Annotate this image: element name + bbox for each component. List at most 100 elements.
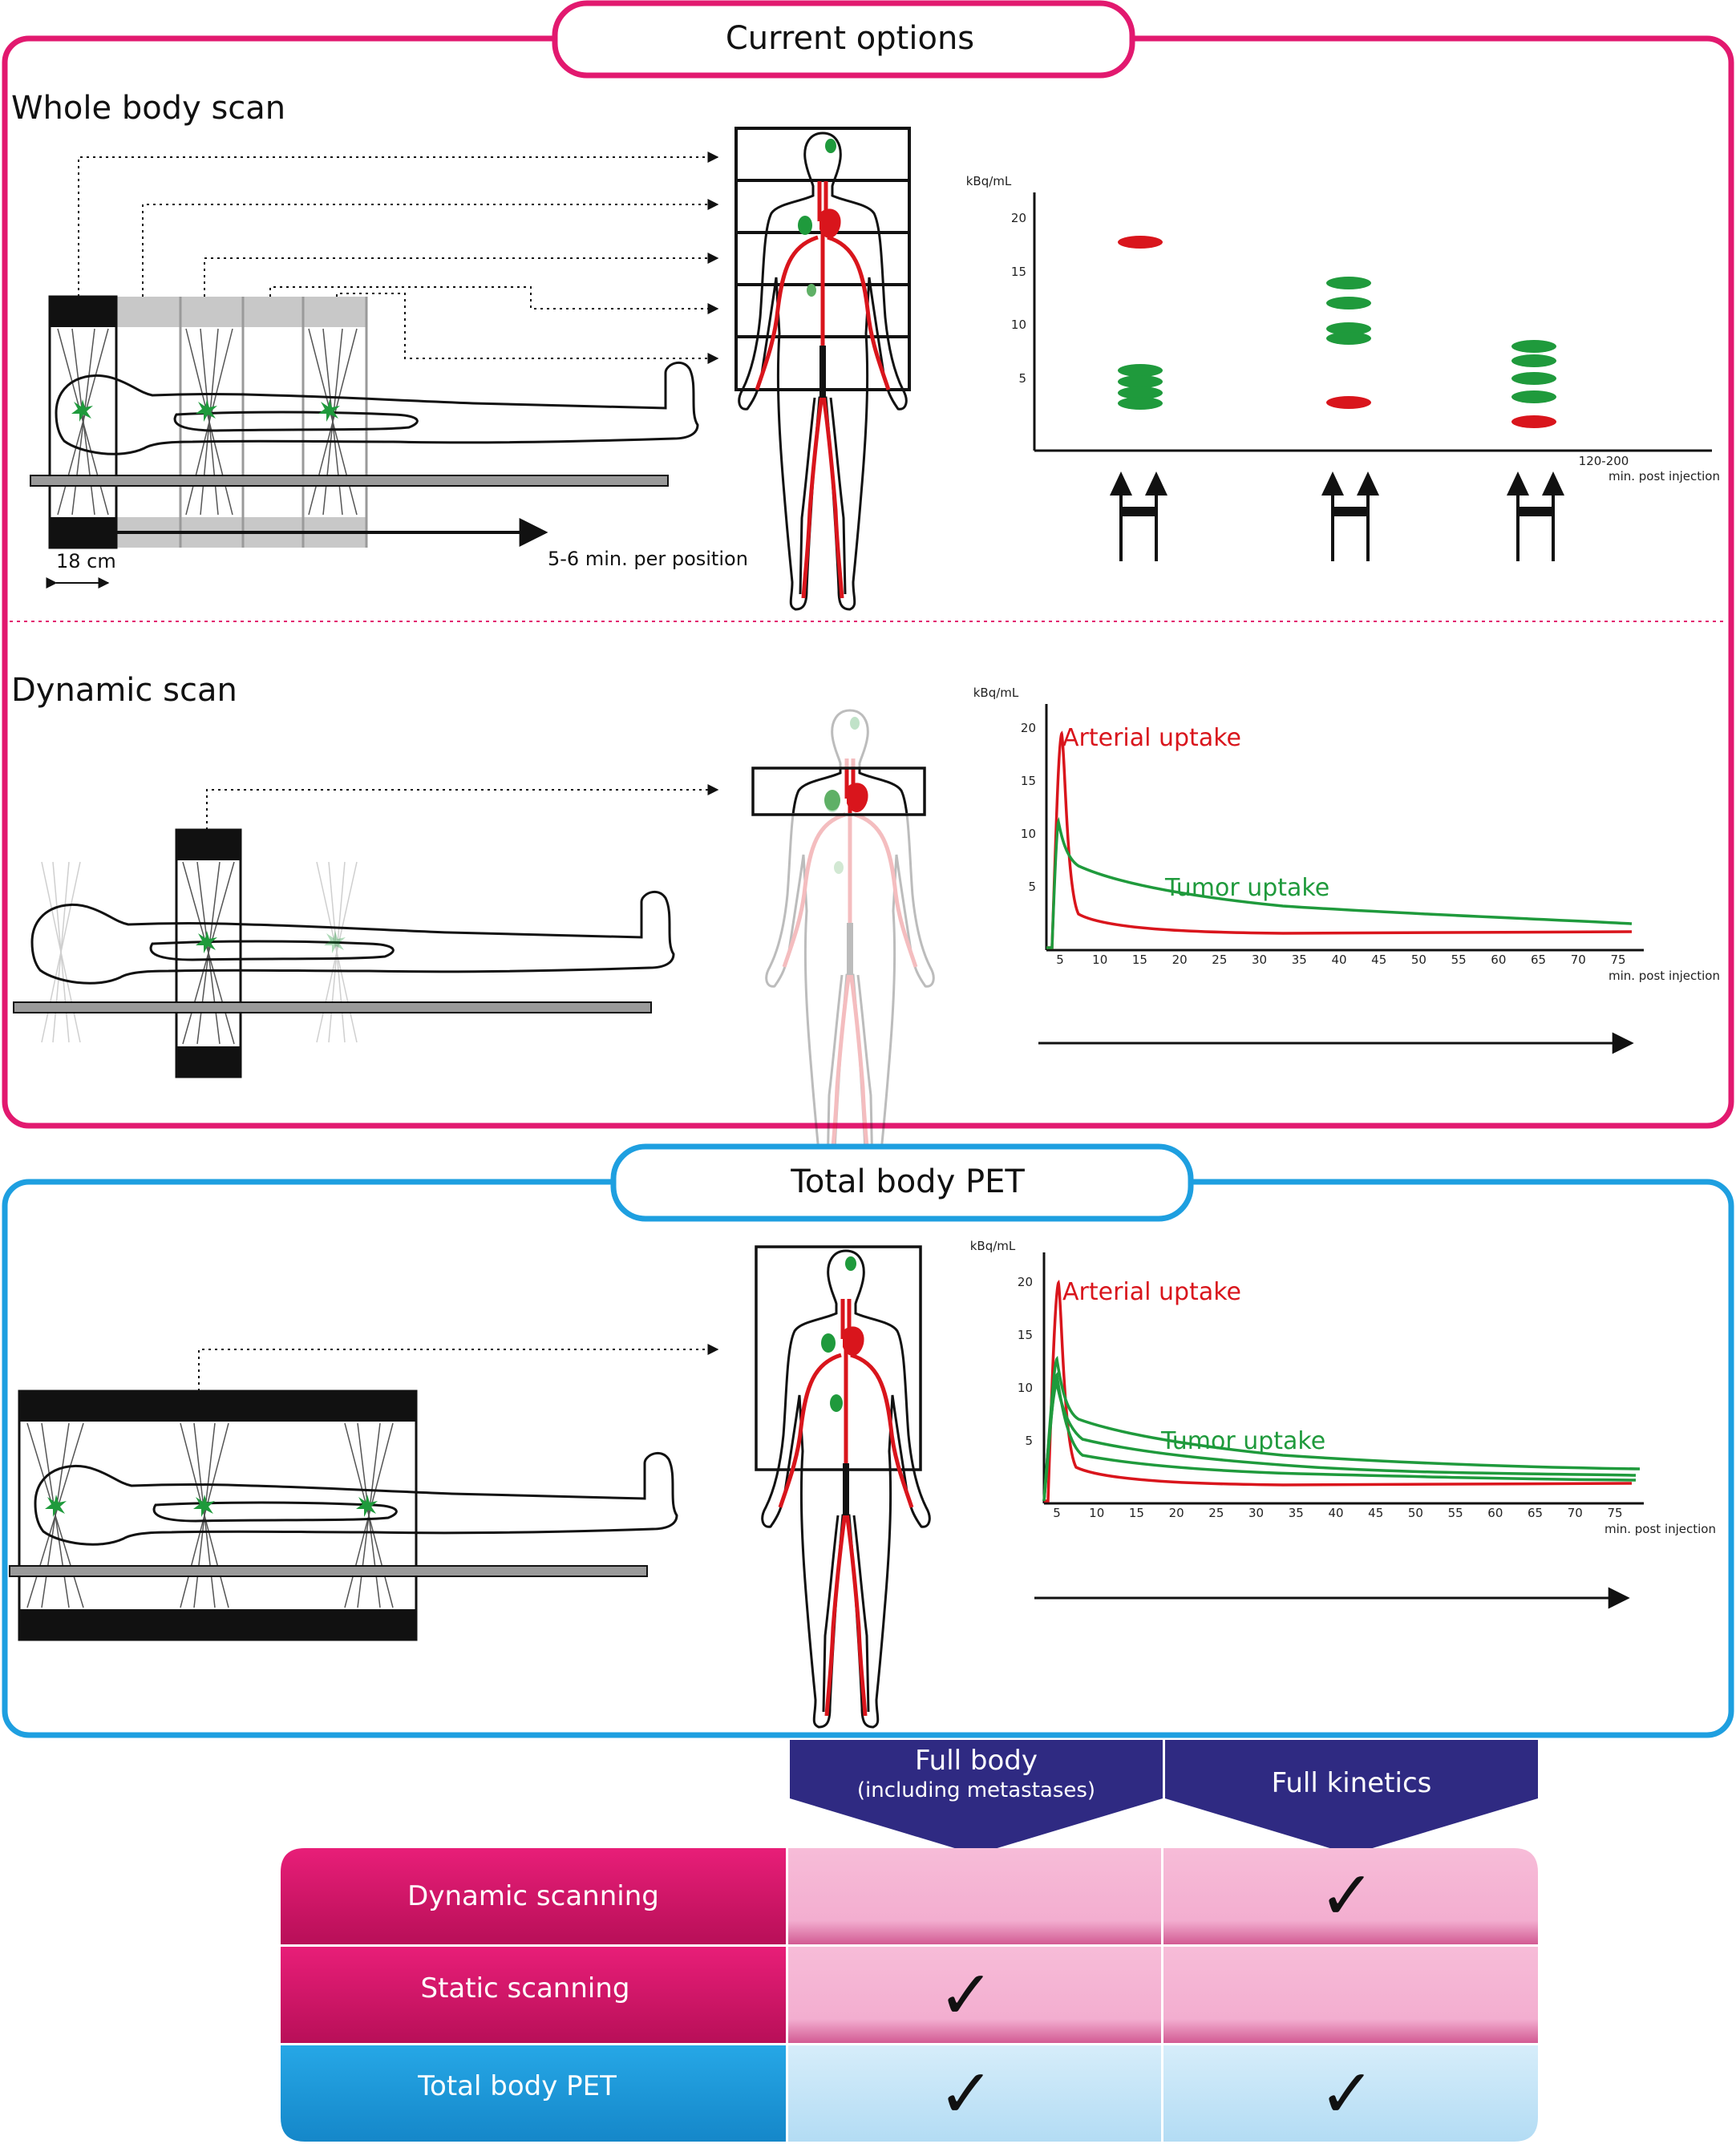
chart-marker xyxy=(1326,297,1371,309)
time-label: 5-6 min. per position xyxy=(548,548,748,570)
x-tick-label: 55 xyxy=(1451,953,1467,967)
row-label-total-body: Total body PET xyxy=(418,2070,617,2102)
col2-title: Full kinetics xyxy=(1271,1767,1432,1799)
whole-body-segments xyxy=(734,127,911,611)
chart-marker xyxy=(1511,372,1556,385)
x-tick-label: 40 xyxy=(1328,1506,1344,1520)
chart-marker xyxy=(1118,364,1163,377)
chart-marker xyxy=(1326,396,1371,409)
comparison-table xyxy=(281,1740,1538,2142)
x-tick-label: 25 xyxy=(1212,953,1228,967)
x-tick-label: 50 xyxy=(1407,1506,1423,1520)
x-tick-label: 45 xyxy=(1371,953,1387,967)
tb-arterial-label: Arterial uptake xyxy=(1062,1278,1241,1306)
total-body-chart xyxy=(1034,1252,1644,1609)
dyn-tumor-label: Tumor uptake xyxy=(1165,874,1330,902)
wb-x-end: 120-200 xyxy=(1578,454,1629,468)
chart-marker xyxy=(1511,340,1556,353)
tumor-curve xyxy=(1046,816,1633,949)
total-body-scanner xyxy=(9,1344,719,1641)
x-tick-label: 20 xyxy=(1171,953,1188,967)
tumor-curve xyxy=(1042,1379,1637,1502)
row-label-static: Static scanning xyxy=(420,1972,630,2004)
width-label: 18 cm xyxy=(56,550,116,572)
x-tick-label: 35 xyxy=(1288,1506,1304,1520)
x-tick-label: 75 xyxy=(1610,953,1626,967)
tb-y-tick: 20 xyxy=(1017,1275,1033,1289)
chart-marker xyxy=(1118,375,1163,388)
wb-x-unit: min. post injection xyxy=(1608,469,1720,483)
x-tick-label: 5 xyxy=(1053,1506,1061,1520)
chart-marker xyxy=(1511,415,1556,428)
chart-marker xyxy=(1511,390,1556,403)
col1-header-shape xyxy=(790,1740,1163,1855)
x-tick-label: 40 xyxy=(1331,953,1347,967)
chart-marker xyxy=(1326,332,1371,345)
dynamic-title: Dynamic scan xyxy=(11,672,237,709)
dyn-y-tick: 20 xyxy=(1020,721,1036,735)
x-tick-label: 65 xyxy=(1531,953,1547,967)
x-tick-label: 75 xyxy=(1607,1506,1623,1520)
dyn-y-tick: 15 xyxy=(1020,774,1036,788)
x-tick-label: 10 xyxy=(1092,953,1108,967)
dynamic-scanner xyxy=(13,784,719,1078)
x-tick-label: 30 xyxy=(1252,953,1268,967)
wb-y-tick: 15 xyxy=(1010,265,1026,279)
tb-y-tick: 15 xyxy=(1017,1328,1033,1342)
chart-marker xyxy=(1326,277,1371,289)
dynamic-body xyxy=(751,709,935,1188)
chart-marker xyxy=(1118,397,1163,410)
wb-y-tick: 5 xyxy=(1018,371,1026,386)
current-options-title: Current options xyxy=(725,20,975,57)
x-tick-label: 15 xyxy=(1131,953,1147,967)
arterial-curve xyxy=(1044,1279,1633,1503)
x-tick-label: 5 xyxy=(1056,953,1064,967)
whole-body-scanner xyxy=(30,152,719,589)
x-tick-label: 70 xyxy=(1567,1506,1583,1520)
tb-tumor-label: Tumor uptake xyxy=(1161,1427,1326,1455)
whole-body-chart xyxy=(1033,192,1712,561)
wb-y-unit: kBq/mL xyxy=(965,174,1012,188)
dyn-y-tick: 5 xyxy=(1028,880,1036,894)
dynamic-chart xyxy=(1038,704,1644,1054)
whole-body-title: Whole body scan xyxy=(11,90,286,127)
tb-y-tick: 5 xyxy=(1025,1434,1033,1448)
tumor-curve xyxy=(1042,1371,1637,1502)
x-tick-label: 45 xyxy=(1368,1506,1384,1520)
dyn-y-tick: 10 xyxy=(1020,827,1036,841)
chart-marker xyxy=(1511,354,1556,367)
tb-y-unit: kBq/mL xyxy=(969,1239,1016,1253)
check-mark: ✓ xyxy=(1318,2054,1376,2133)
x-tick-label: 20 xyxy=(1168,1506,1184,1520)
x-tick-label: 55 xyxy=(1447,1506,1463,1520)
x-tick-label: 70 xyxy=(1570,953,1586,967)
total-body-title: Total body PET xyxy=(791,1163,1025,1200)
check-mark: ✓ xyxy=(937,1956,995,2034)
chart-marker xyxy=(1118,236,1163,249)
x-tick-label: 30 xyxy=(1248,1506,1265,1520)
x-tick-label: 60 xyxy=(1491,953,1507,967)
wb-y-tick: 20 xyxy=(1010,211,1026,225)
tb-y-tick: 10 xyxy=(1017,1381,1033,1395)
dyn-x-unit: min. post injection xyxy=(1608,969,1720,983)
x-tick-label: 65 xyxy=(1528,1506,1544,1520)
x-tick-label: 25 xyxy=(1208,1506,1224,1520)
row-label-dynamic: Dynamic scanning xyxy=(407,1880,659,1912)
arterial-curve xyxy=(1046,730,1633,949)
wb-y-tick: 10 xyxy=(1010,318,1026,332)
total-body-pill xyxy=(610,1143,1194,1222)
col2-header-shape xyxy=(1165,1740,1538,1855)
x-tick-label: 50 xyxy=(1410,953,1426,967)
dyn-arterial-label: Arterial uptake xyxy=(1062,724,1241,752)
x-tick-label: 15 xyxy=(1128,1506,1144,1520)
dyn-y-unit: kBq/mL xyxy=(973,686,1019,700)
total-body-figure xyxy=(755,1245,931,1729)
x-tick-label: 10 xyxy=(1089,1506,1105,1520)
tb-x-unit: min. post injection xyxy=(1604,1522,1716,1536)
chart-marker xyxy=(1118,386,1163,399)
x-tick-label: 35 xyxy=(1291,953,1307,967)
check-mark: ✓ xyxy=(937,2054,995,2133)
current-options-pill xyxy=(552,0,1135,79)
check-mark: ✓ xyxy=(1318,1856,1376,1935)
